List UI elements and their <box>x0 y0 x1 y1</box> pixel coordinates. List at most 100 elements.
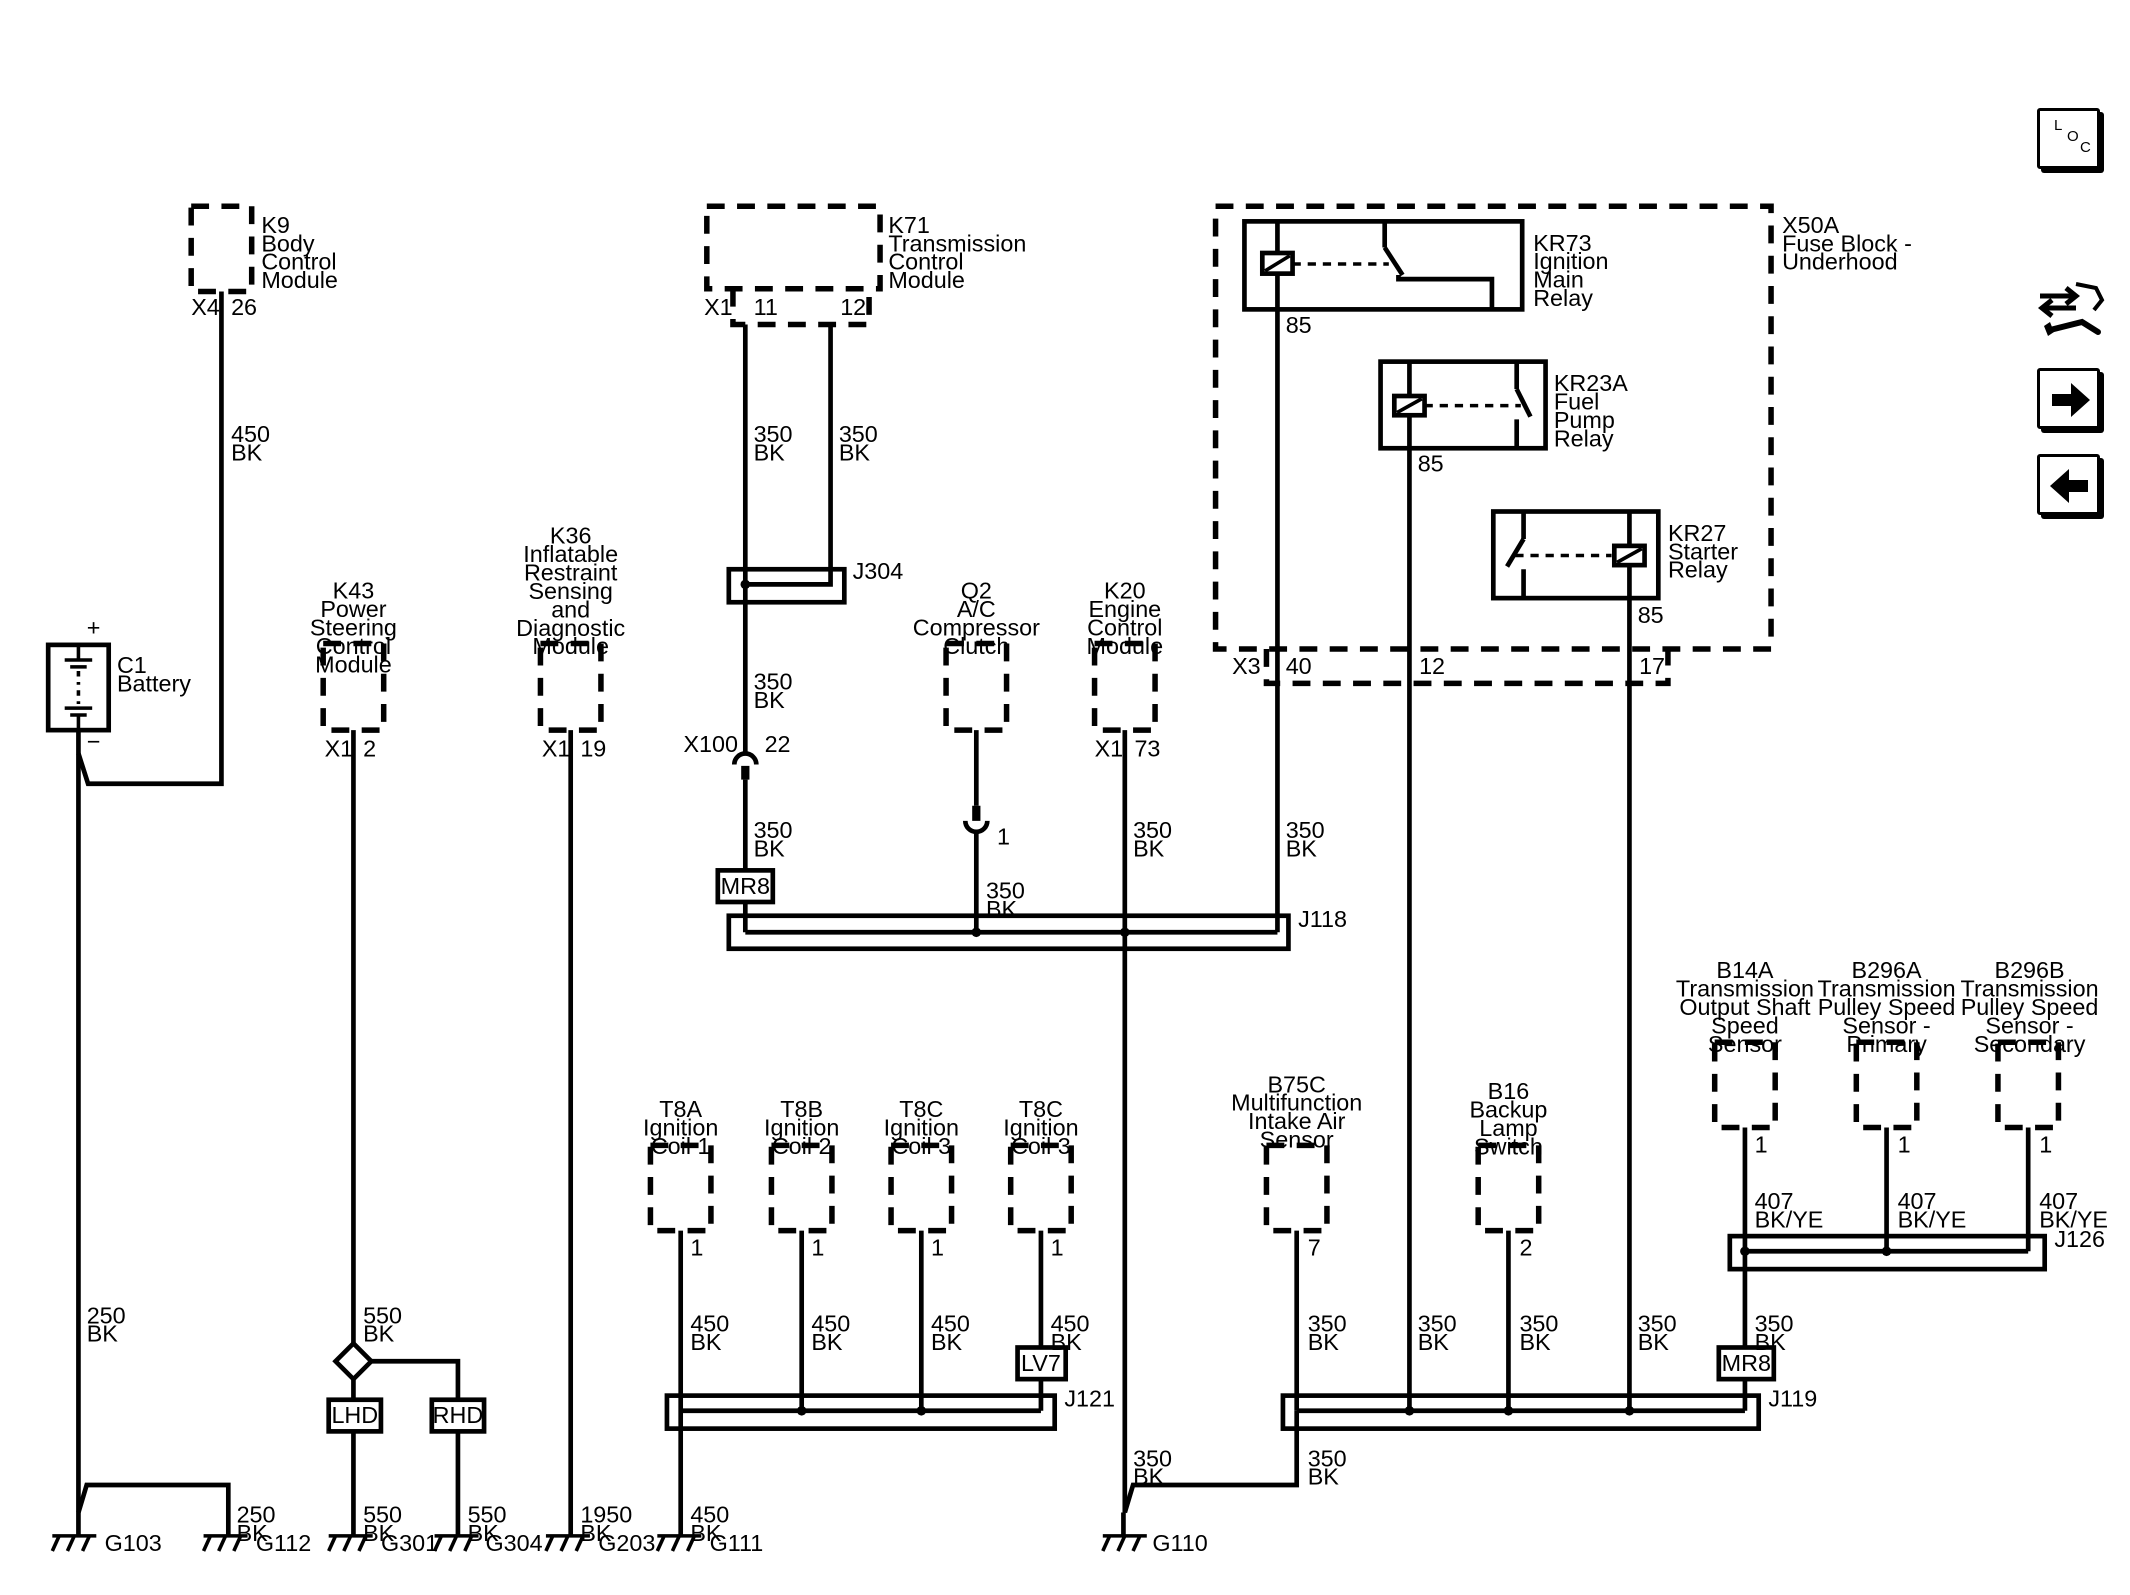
kr73-relay[interactable] <box>1242 219 1525 312</box>
k36-module-box[interactable] <box>537 640 604 733</box>
t8c1-box[interactable] <box>888 1142 955 1234</box>
label-line: BK <box>363 1320 395 1346</box>
k43-module-box[interactable] <box>320 640 387 733</box>
x3-pin-12: 12 <box>1419 653 1445 679</box>
battery-symbol[interactable] <box>45 642 112 733</box>
label-line: Relay <box>1554 425 1614 451</box>
label-line: Module <box>261 267 338 293</box>
k43-pin: 2 <box>363 735 376 761</box>
label-line: Control <box>1087 614 1162 640</box>
label-line: Coil 1 <box>651 1133 711 1159</box>
k71-pin-11: 11 <box>754 294 778 320</box>
rhd-box[interactable] <box>429 1397 487 1434</box>
loc-button[interactable]: L O C <box>2037 108 2100 169</box>
k71-connector: X1 <box>704 294 733 320</box>
k71-module-box[interactable] <box>704 203 883 292</box>
splice-diamond <box>332 1340 375 1383</box>
label-line: 350 <box>1638 1310 1677 1336</box>
k9-pin: 26 <box>231 294 257 320</box>
j118-label: J118 <box>1298 906 1347 932</box>
label-line: Multifunction <box>1231 1089 1362 1115</box>
label-line: BK <box>839 439 871 465</box>
t8a-box[interactable] <box>647 1142 714 1234</box>
label-line: Secondary <box>1974 1031 2086 1057</box>
label-line: Ignition <box>884 1114 959 1140</box>
k20-module-box[interactable] <box>1091 640 1158 733</box>
q2-box[interactable] <box>943 640 1010 733</box>
label-line: BK <box>1755 1329 1787 1355</box>
next-button[interactable] <box>2037 368 2100 429</box>
label-line: 350 <box>839 421 878 447</box>
label-line: Switch <box>1474 1133 1543 1159</box>
previous-button[interactable] <box>2037 454 2100 515</box>
mr8-box-2[interactable] <box>1716 1345 1777 1382</box>
label-line: 407 <box>1755 1188 1794 1214</box>
t8b-box[interactable] <box>768 1142 835 1234</box>
loc-letter-c: C <box>2080 139 2091 156</box>
label-line: 350 <box>986 877 1025 903</box>
label-line: BK <box>811 1329 843 1355</box>
label-line: Power <box>320 596 386 622</box>
ground-g103: G103 <box>105 1530 162 1556</box>
connector-tool-icon[interactable] <box>2036 278 2108 342</box>
kr73-pin-85: 85 <box>1286 312 1312 338</box>
label-line: Transmission <box>1961 975 2099 1001</box>
ground-symbols <box>50 1534 1147 1552</box>
t8c2-box[interactable] <box>1007 1142 1074 1234</box>
b16-box[interactable] <box>1475 1142 1542 1234</box>
lhd-box[interactable] <box>326 1397 384 1434</box>
kr27-pin-85: 85 <box>1638 602 1664 628</box>
lv7-box[interactable] <box>1015 1345 1069 1382</box>
label-line: BK <box>690 1329 722 1355</box>
b14a-pin: 1 <box>1755 1131 1768 1157</box>
label-line: and <box>551 596 590 622</box>
label-line: Output Shaft <box>1679 994 1811 1020</box>
label-line: BK <box>1519 1329 1551 1355</box>
mr8-box-1[interactable] <box>715 868 776 905</box>
label-line: 407 <box>2039 1188 2078 1214</box>
ground-g111: G111 <box>710 1530 764 1556</box>
x3-connector: X3 <box>1232 653 1261 679</box>
label-line: Sensor <box>1708 1031 1782 1057</box>
label-line: BK <box>1638 1329 1670 1355</box>
b14a-box[interactable] <box>1711 1039 1778 1131</box>
k36-pin: 19 <box>580 735 606 761</box>
kr23a-relay[interactable] <box>1378 359 1548 451</box>
b75c-box[interactable] <box>1263 1142 1330 1234</box>
label-line: 350 <box>754 668 793 694</box>
j126-splice-bar <box>1727 1233 2048 1272</box>
label-line: Q2 <box>961 577 992 603</box>
label-line: K9 <box>261 212 290 238</box>
label-line: 450 <box>931 1310 970 1336</box>
label-line: 407 <box>1898 1188 1937 1214</box>
label-line: Intake Air <box>1248 1108 1346 1134</box>
label-line: Relay <box>1533 285 1593 311</box>
b296b-box[interactable] <box>1995 1039 2062 1131</box>
label-line: B16 <box>1488 1078 1530 1104</box>
label-line: Primary <box>1846 1031 1927 1057</box>
b75c-pin: 7 <box>1308 1234 1321 1260</box>
k9-module-box[interactable] <box>188 203 255 295</box>
label-line: T8B <box>780 1096 823 1122</box>
t8b-pin: 1 <box>811 1234 824 1260</box>
label-line: KR73 <box>1533 230 1591 256</box>
x50a-fuse-block-box[interactable] <box>1212 203 1774 652</box>
label-line: Module <box>315 651 392 677</box>
label-line: Control <box>261 249 336 275</box>
label-line: 350 <box>1418 1310 1457 1336</box>
label-line: Pump <box>1554 407 1615 433</box>
kr27-relay[interactable] <box>1490 509 1661 601</box>
b296a-box[interactable] <box>1853 1039 1920 1131</box>
